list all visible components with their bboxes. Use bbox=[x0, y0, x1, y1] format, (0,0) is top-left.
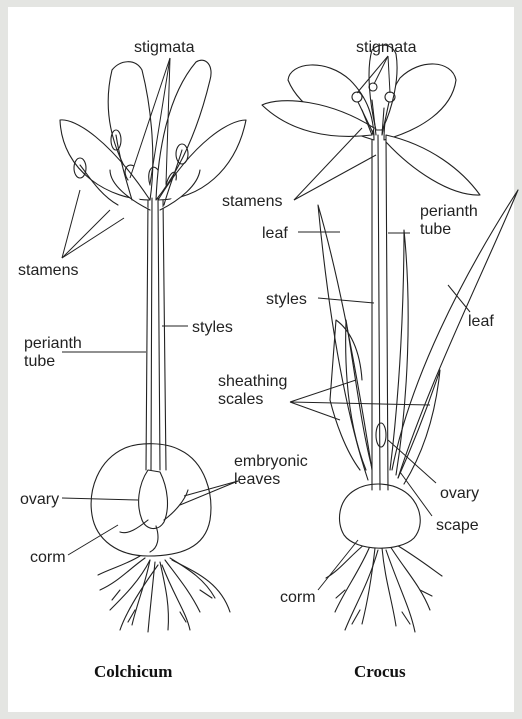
colchicum-styles-label: styles bbox=[192, 319, 233, 336]
colchicum-perianth-label-line2: tube bbox=[24, 353, 55, 370]
crocus-title: Crocus bbox=[354, 662, 406, 681]
crocus-stigmata-label: stigmata bbox=[356, 39, 417, 56]
crocus-petals bbox=[262, 45, 480, 195]
colchicum-ovary-label: ovary bbox=[20, 491, 59, 508]
crocus-leaves bbox=[318, 190, 518, 484]
crocus-corm bbox=[339, 484, 420, 548]
colchicum-stamens-label: stamens bbox=[18, 262, 78, 279]
crocus-leaf-right-label: leaf bbox=[468, 313, 494, 330]
crocus-roots bbox=[326, 544, 442, 632]
crocus-corm-label: corm bbox=[280, 589, 316, 606]
crocus-perianth-label-line2: tube bbox=[420, 221, 451, 238]
crocus-leaf-left-label: leaf bbox=[262, 225, 288, 242]
crocus-styles-label: styles bbox=[266, 291, 307, 308]
colchicum-embryonic-label-line2: leaves bbox=[234, 471, 280, 488]
crocus-drawing bbox=[262, 45, 518, 632]
crocus-sheathing-label-line2: scales bbox=[218, 391, 263, 408]
crocus-scape-label: scape bbox=[436, 517, 479, 534]
colchicum-drawing bbox=[60, 60, 246, 632]
colchicum-embryonic-label-line1: embryonic bbox=[234, 453, 308, 470]
colchicum-perianth-tube bbox=[146, 198, 166, 470]
colchicum-perianth-label-line1: perianth bbox=[24, 335, 82, 352]
colchicum-stigmata-label: stigmata bbox=[134, 39, 195, 56]
colchicum-corm-label: corm bbox=[30, 549, 66, 566]
colchicum-title: Colchicum bbox=[94, 662, 172, 681]
crocus-ovary-label: ovary bbox=[440, 485, 479, 502]
crocus-ovary bbox=[376, 423, 386, 447]
crocus-sheathing-label-line1: sheathing bbox=[218, 373, 287, 390]
crocus-perianth-label-line1: perianth bbox=[420, 203, 478, 220]
colchicum-roots bbox=[98, 556, 230, 632]
colchicum-petals bbox=[60, 60, 246, 210]
crocus-stamens-label: stamens bbox=[222, 193, 282, 210]
